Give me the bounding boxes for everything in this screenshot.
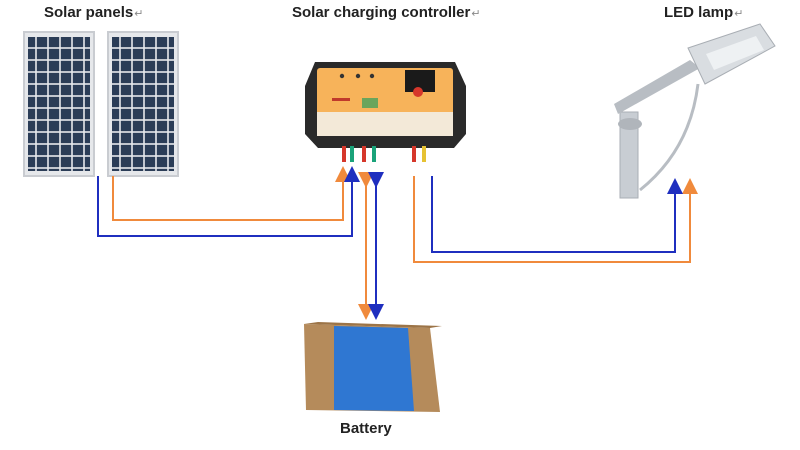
panel-wire-blue (97, 166, 360, 237)
lamp-wire-orange (413, 176, 698, 263)
solar-panels-label: Solar panels↵ (44, 4, 144, 21)
battery-label: Battery (340, 420, 392, 437)
charge-controller-icon (305, 62, 466, 162)
return-mark-icon: ↵ (134, 8, 144, 20)
return-mark-icon: ↵ (471, 8, 481, 20)
led-lamp-label: LED lamp↵ (664, 4, 744, 21)
lamp-wire-blue (431, 176, 683, 253)
street-lamp-icon (614, 23, 776, 199)
battery-icon (304, 322, 442, 412)
solar-panel-icon (23, 31, 179, 177)
return-mark-icon: ↵ (734, 8, 744, 20)
controller-label: Solar charging controller↵ (292, 4, 481, 21)
panel-wire-orange (112, 166, 351, 221)
